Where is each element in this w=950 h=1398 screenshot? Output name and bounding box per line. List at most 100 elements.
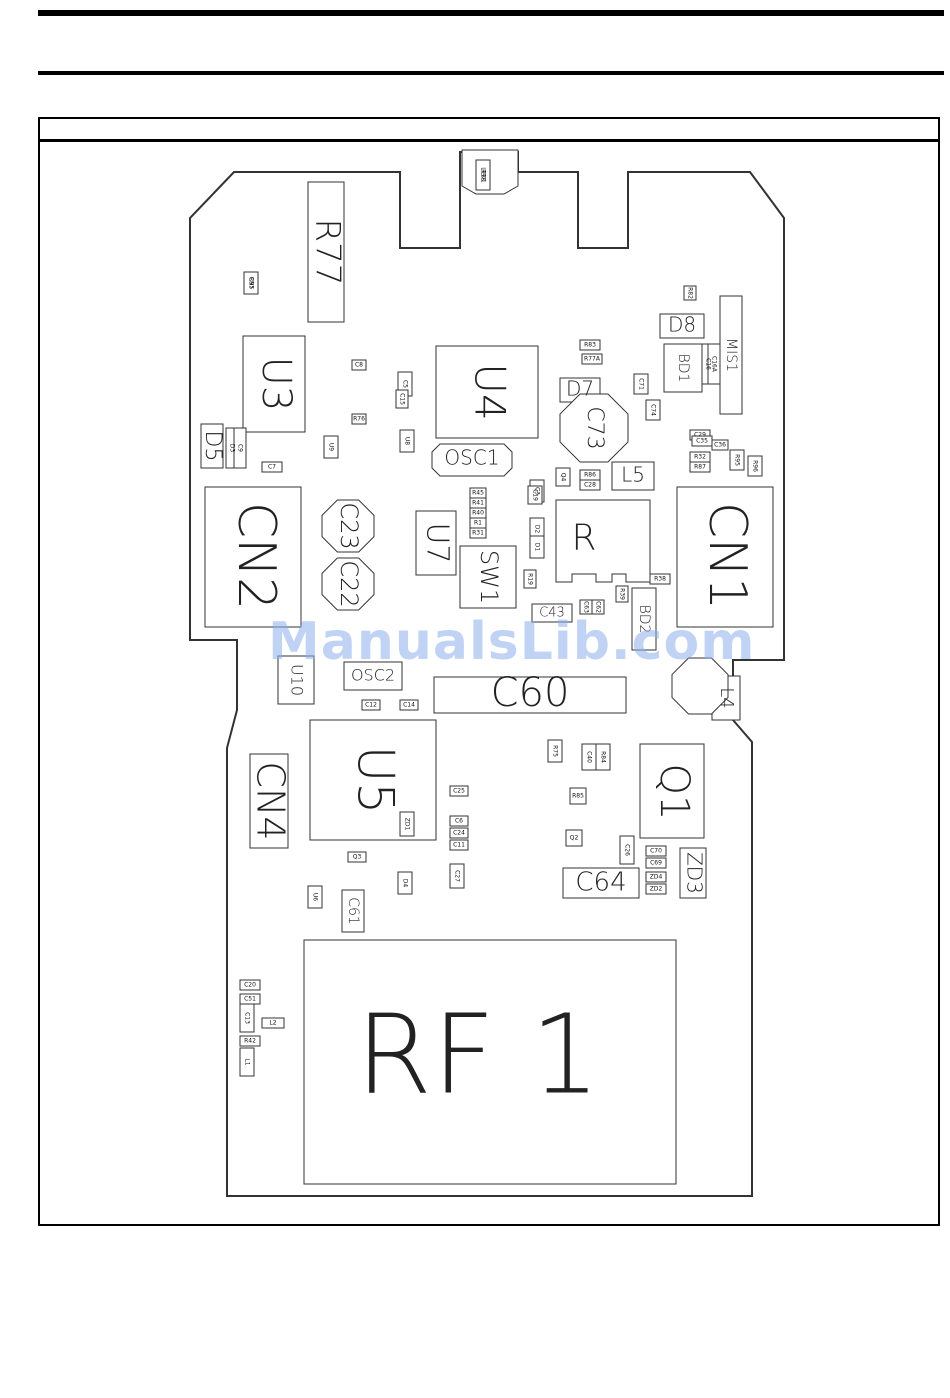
c19-label: C19 [532, 489, 539, 501]
q3-part [347, 851, 367, 863]
d1-part [529, 535, 545, 559]
c14-part [399, 699, 419, 711]
r87-part [689, 461, 711, 473]
r77-label: R77 [308, 219, 348, 286]
u6-label: U6 [312, 893, 319, 901]
osc1-outline [431, 443, 513, 477]
r96-label: R96 [752, 460, 759, 472]
component-layer [200, 149, 774, 1185]
r39-part [615, 585, 629, 603]
q4-label: Q4 [560, 473, 567, 482]
r95-part [729, 449, 745, 471]
d5-label: D5 [200, 431, 225, 462]
c16a-label: C16A [711, 356, 718, 373]
q1-outline [639, 743, 705, 839]
d7-label: D7 [566, 377, 594, 401]
r75-label: R75 [552, 745, 559, 757]
r76-label: R76 [353, 416, 365, 423]
c15-part [395, 389, 409, 409]
r96-part [747, 455, 763, 477]
c71-label: C71 [638, 378, 645, 390]
c74-part [645, 399, 661, 421]
rf-1-outline [303, 939, 677, 1185]
d8-outline [659, 313, 705, 339]
frame-header [40, 119, 938, 142]
sw1-label: SW1 [475, 550, 503, 604]
r-block-label: R [571, 518, 596, 559]
r1-label: R1 [474, 520, 482, 527]
c6-part [449, 815, 469, 827]
c11-label: C11 [453, 842, 465, 849]
c61-label: C61 [345, 897, 361, 925]
c8-label: C8 [355, 362, 363, 369]
r84-label: R84 [600, 751, 607, 763]
osc1-label: OSC1 [444, 446, 499, 470]
c22-outline [321, 557, 375, 611]
bd1-label: BD1 [675, 354, 691, 383]
diagram-frame [38, 117, 940, 1226]
r97-label: R97 [248, 277, 255, 289]
c36-part [711, 439, 729, 451]
r98-label: R98 [480, 169, 487, 181]
zd4-part [645, 871, 667, 883]
zd4-label: ZD4 [650, 874, 663, 881]
c6-label: C6 [455, 818, 463, 825]
u9-part [323, 435, 339, 459]
l3-outline [671, 657, 729, 715]
c24-part [449, 827, 469, 839]
c27-part [449, 863, 465, 889]
c5-label: C5 [402, 380, 409, 388]
c35-label: C35 [696, 438, 708, 445]
mis1-label: MIS1 [723, 338, 739, 372]
c25-label: C25 [453, 788, 465, 795]
zd1-part [399, 811, 415, 837]
u8-label: U8 [404, 437, 411, 445]
r45-label: R45 [472, 490, 484, 497]
r19-part [523, 569, 537, 589]
c63-label: C63 [583, 601, 590, 613]
u8-part [399, 429, 415, 453]
c69-part [645, 857, 667, 869]
d2-label: D2 [534, 525, 541, 534]
c28-part [579, 479, 601, 491]
c62-part [591, 599, 605, 615]
q3-label: Q3 [353, 854, 362, 861]
c26-label: C26 [624, 844, 631, 856]
u3-label: U3 [253, 357, 299, 412]
top-rule [38, 71, 944, 75]
u7-label: U7 [420, 522, 455, 563]
c14-label: C14 [403, 702, 415, 709]
u3-outline [242, 335, 306, 433]
r38-part [649, 573, 671, 585]
osc2-outline [343, 661, 403, 691]
c3-label: C3 [534, 487, 541, 495]
c9-part [233, 427, 247, 469]
l1-part [239, 1047, 255, 1077]
c22-label: C22 [335, 560, 363, 607]
u9-label: U9 [328, 443, 335, 451]
zd3-outline [679, 847, 707, 899]
c43-label: C43 [539, 606, 565, 621]
led1-label: LED1 [480, 167, 487, 183]
r38-label: R38 [654, 576, 666, 583]
l5-outline [611, 461, 655, 491]
c7-part [261, 461, 283, 473]
r31-part [469, 527, 487, 539]
cn1-label: CN1 [697, 502, 757, 610]
l5-label: L5 [621, 463, 645, 487]
cn5-label: CN5 [248, 277, 255, 290]
d1-label: D1 [534, 543, 541, 552]
c24-label: C24 [453, 830, 465, 837]
c40-label: C40 [586, 751, 593, 763]
c43-outline [531, 603, 573, 623]
c7-label: C7 [268, 464, 276, 471]
l4-label: L4 [716, 687, 737, 708]
r75-part [547, 739, 563, 763]
u10-outline [277, 655, 315, 705]
r82-part [683, 285, 697, 301]
r85-part [569, 787, 587, 805]
r95-label: R95 [734, 454, 741, 466]
osc2-label: OSC2 [351, 666, 395, 685]
